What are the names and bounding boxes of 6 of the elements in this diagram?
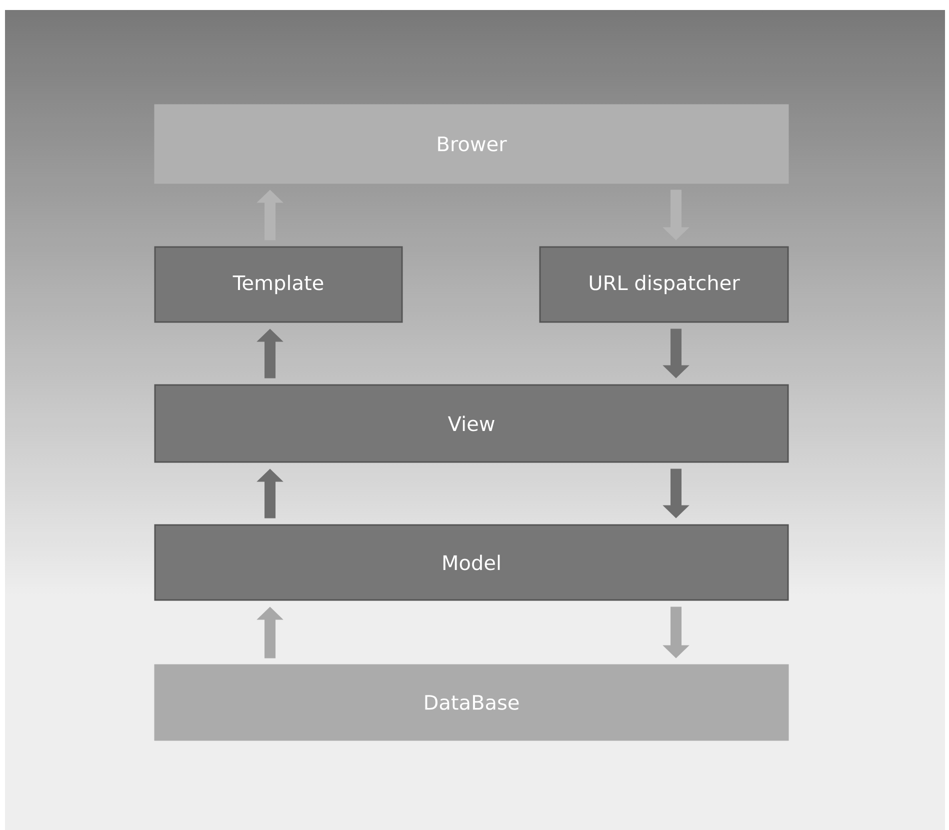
template-box: Template (154, 246, 403, 323)
model-box: Model (154, 524, 789, 601)
database-box: DataBase (154, 664, 789, 741)
view-box: View (154, 384, 789, 463)
dispatcher-box: URL dispatcher (539, 246, 789, 323)
browser-box: Brower (154, 104, 789, 184)
